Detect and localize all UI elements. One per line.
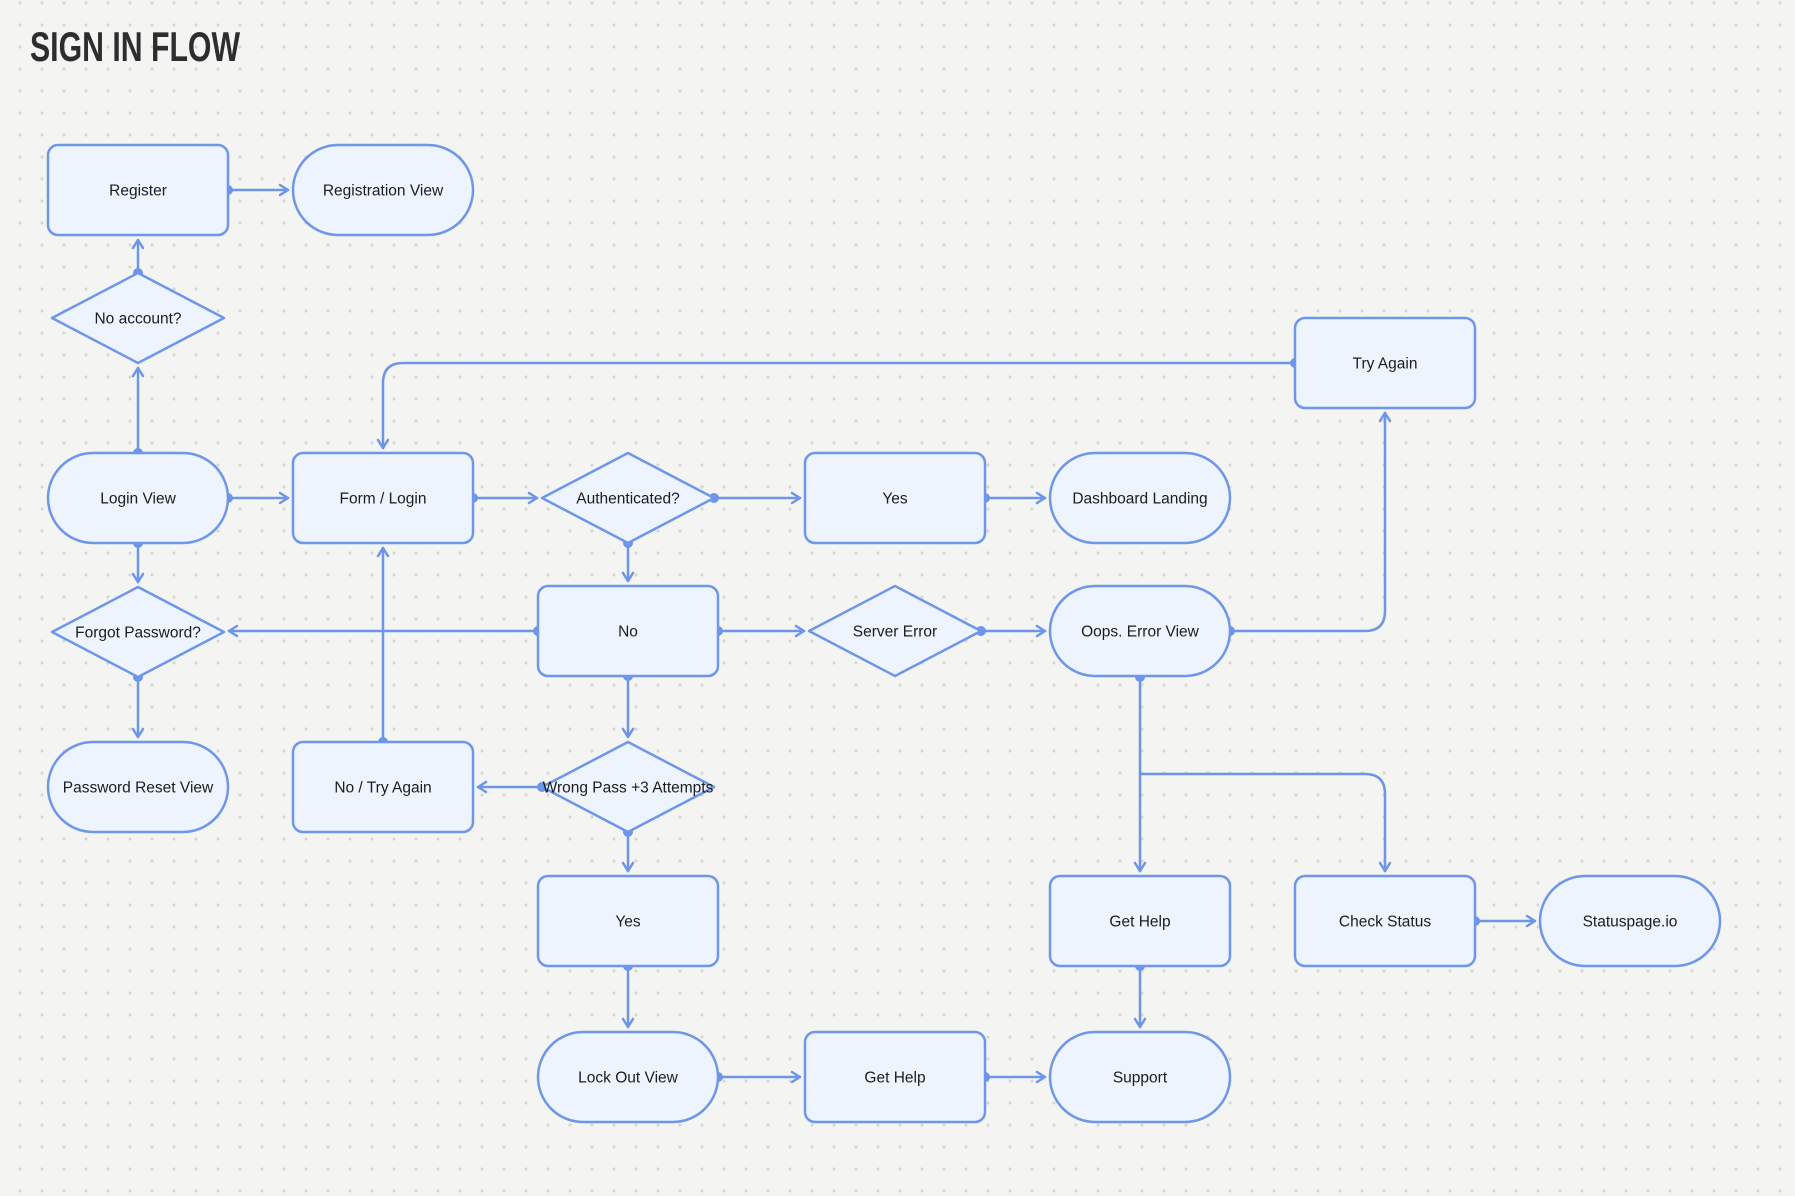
node-login-view[interactable] — [46, 451, 230, 545]
edges-layer — [131, 183, 1537, 1084]
node-form-login[interactable] — [291, 451, 475, 545]
node-register[interactable] — [46, 143, 230, 237]
node-lock-out-view[interactable] — [536, 1030, 720, 1124]
node-no-account[interactable] — [50, 271, 226, 365]
node-registration-view[interactable] — [291, 143, 475, 237]
node-support[interactable] — [1048, 1030, 1232, 1124]
node-password-reset-view[interactable] — [46, 740, 230, 834]
node-wrong-pass[interactable] — [540, 740, 716, 834]
node-yes-lockout[interactable] — [536, 874, 720, 968]
node-forgot-password[interactable] — [50, 585, 226, 679]
node-server-error[interactable] — [807, 584, 983, 678]
node-get-help-error[interactable] — [1048, 874, 1232, 968]
edge-try-again--form-login — [376, 358, 1300, 450]
page-title: SIGN IN FLOW — [30, 23, 240, 70]
node-no-authenticated[interactable] — [536, 584, 720, 678]
edge-oops-error-view--check-status — [1138, 772, 1392, 873]
node-oops-error-view[interactable] — [1048, 584, 1232, 678]
node-statuspage[interactable] — [1538, 874, 1722, 968]
node-try-again[interactable] — [1293, 316, 1477, 410]
node-yes-authenticated[interactable] — [803, 451, 987, 545]
node-check-status[interactable] — [1293, 874, 1477, 968]
node-no-try-again[interactable] — [291, 740, 475, 834]
node-dashboard-landing[interactable] — [1048, 451, 1232, 545]
node-authenticated[interactable] — [540, 451, 716, 545]
node-get-help-lockout[interactable] — [803, 1030, 987, 1124]
edge-oops-error-view--try-again — [1225, 411, 1392, 636]
